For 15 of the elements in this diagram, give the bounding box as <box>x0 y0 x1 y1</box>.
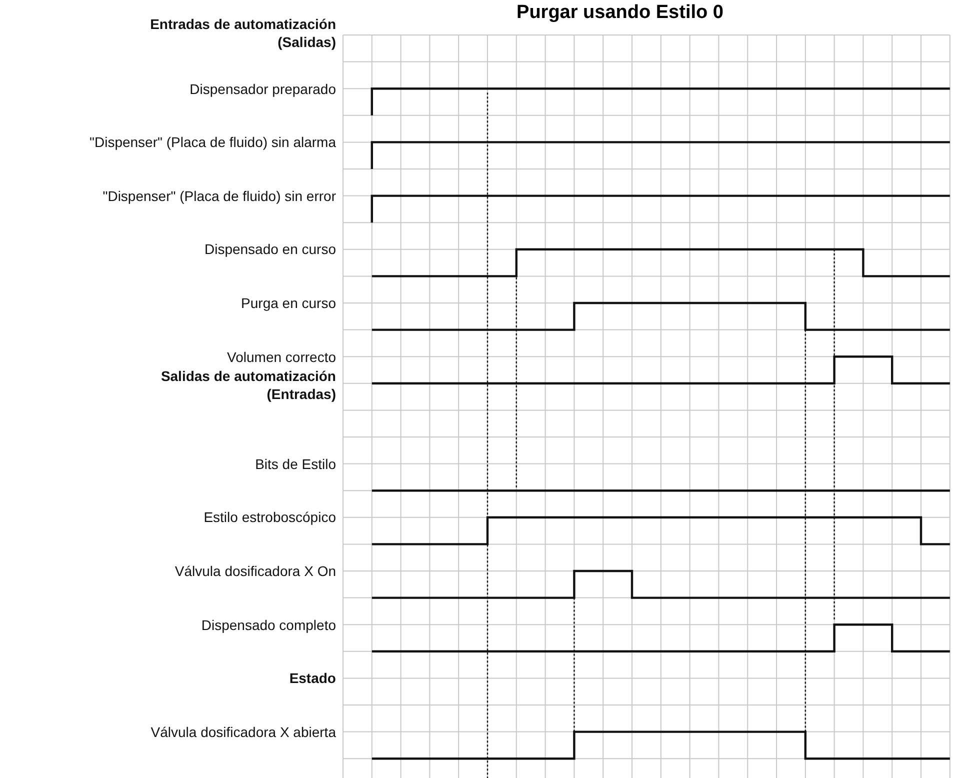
signal-name: Válvula dosificadora X On <box>174 563 336 579</box>
signal-name: Estilo estroboscópico <box>204 509 336 526</box>
signal-name: Dispensado en curso <box>204 241 336 258</box>
signal-name: Dispensado completo <box>201 616 336 633</box>
signal-name: Bits de Estilo <box>255 456 336 472</box>
section-heading: Entradas de automatización (Salidas) <box>149 15 336 51</box>
signal-name: Válvula dosificadora X abierta <box>150 724 336 740</box>
chart-title: Purgar usando Estilo 0 <box>516 2 724 24</box>
signal-name: Volumen correcto <box>227 348 336 365</box>
signal-name: "Dispenser" (Placa de fluido) sin alarma <box>90 134 336 150</box>
signal-name: Purga en curso <box>241 295 336 311</box>
signal-name: "Dispenser" (Placa de fluido) sin error <box>102 188 336 204</box>
section-heading: Estado <box>289 670 336 686</box>
section-heading: Salidas de automatización (Entradas) <box>160 367 336 403</box>
signal-name: Dispensador preparado <box>190 80 336 97</box>
